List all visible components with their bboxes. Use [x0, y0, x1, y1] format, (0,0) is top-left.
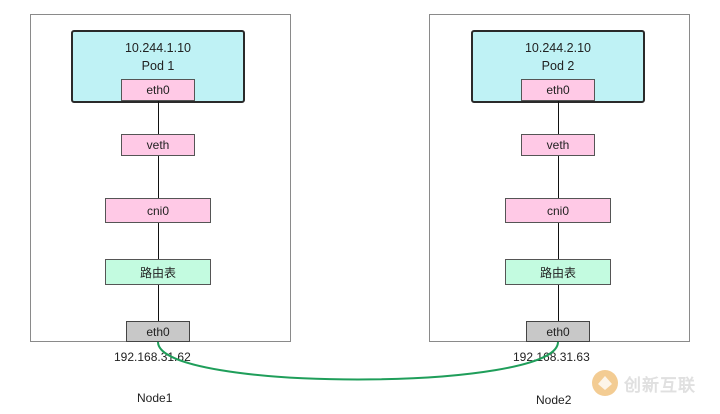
node1-eth0: eth0 — [126, 321, 190, 342]
watermark: 创新互联 — [590, 368, 696, 398]
node-link-curve — [157, 341, 559, 381]
pod1-name: Pod 1 — [141, 59, 175, 73]
cni-to-route-link-1 — [158, 223, 159, 259]
node1-label: Node1 — [137, 391, 173, 405]
pod2-box: 10.244.2.10 Pod 2 — [471, 30, 645, 103]
node2-ip: 192.168.31.63 — [513, 350, 590, 364]
node1-veth: veth — [121, 134, 195, 156]
veth-to-cni-link-1 — [158, 156, 159, 198]
node1-ip: 192.168.31.62 — [114, 350, 191, 364]
watermark-logo-icon — [592, 370, 618, 396]
watermark-text: 创新互联 — [624, 375, 696, 395]
pod2-eth0: eth0 — [521, 79, 595, 101]
cni-to-route-link-2 — [558, 223, 559, 259]
node1-cni0: cni0 — [105, 198, 211, 223]
veth-to-cni-link-2 — [558, 156, 559, 198]
pod2-to-veth-link — [558, 101, 559, 134]
route-to-eth-link-1 — [158, 285, 159, 321]
pod1-ip: 10.244.1.10 — [124, 41, 192, 55]
node2-cni0: cni0 — [505, 198, 611, 223]
pod1-to-veth-link — [158, 101, 159, 134]
pod1-eth0: eth0 — [121, 79, 195, 101]
pod2-ip: 10.244.2.10 — [524, 41, 592, 55]
node2-label: Node2 — [536, 393, 572, 407]
pod2-name: Pod 2 — [541, 59, 575, 73]
node2-veth: veth — [521, 134, 595, 156]
route-to-eth-link-2 — [558, 285, 559, 321]
node1-route-table: 路由表 — [105, 259, 211, 285]
node2-eth0: eth0 — [526, 321, 590, 342]
node2-route-table: 路由表 — [505, 259, 611, 285]
